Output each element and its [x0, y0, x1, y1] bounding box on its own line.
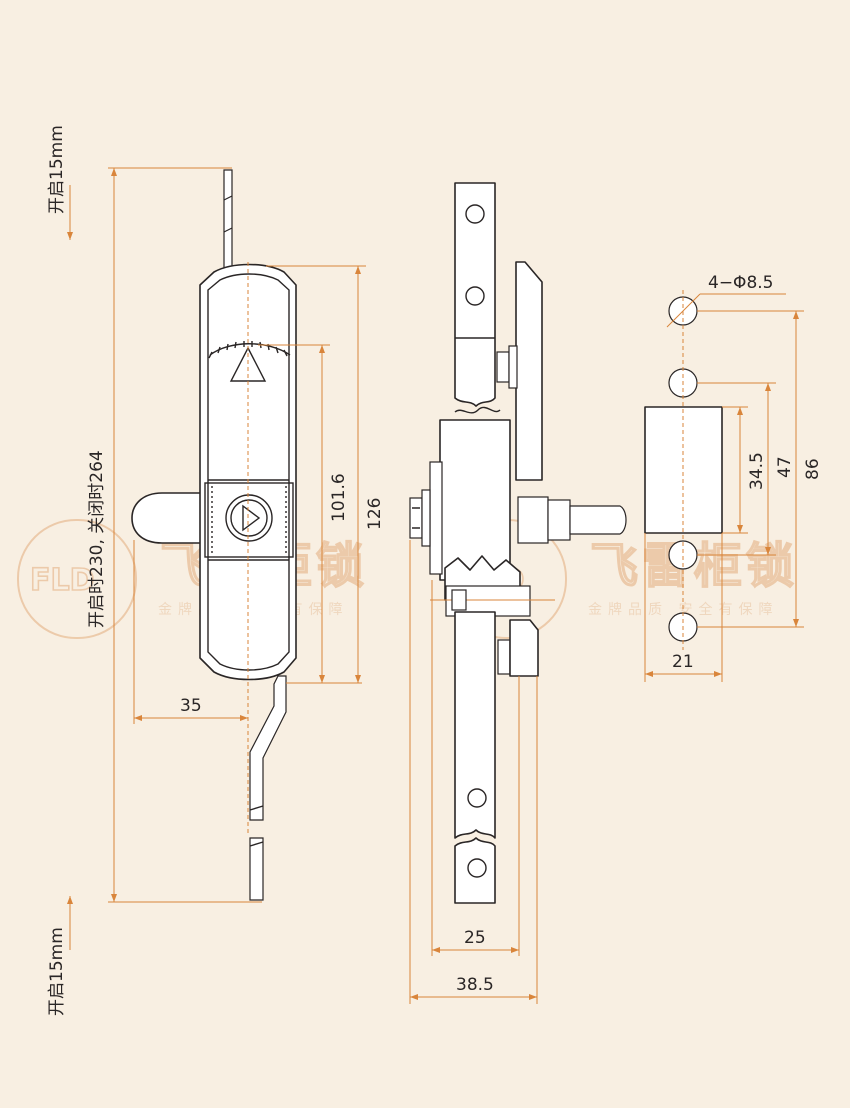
side-screw-head	[409, 497, 423, 539]
keyhole-box	[204, 482, 294, 558]
side-screw-washer	[421, 489, 431, 547]
dim-35-label: 35	[180, 696, 202, 716]
side-hole-2	[465, 286, 485, 306]
mount-plate	[644, 406, 723, 534]
side-shaft-collar	[517, 496, 549, 544]
side-view	[409, 182, 627, 904]
dim-47-label: 47	[775, 456, 795, 478]
open-top-arrow	[67, 232, 73, 240]
side-body-block	[439, 419, 511, 581]
side-front-plate	[515, 261, 543, 481]
front-view	[131, 169, 297, 901]
dim-126-label: 126	[365, 498, 385, 530]
handle-tab	[131, 492, 206, 544]
watermark-slogan-2: 金牌品质 安全有保障	[588, 601, 778, 618]
note-total-length: 开启时230, 关闭时264	[87, 450, 107, 628]
side-small-bracket-2	[508, 345, 518, 389]
side-small-bracket	[496, 351, 510, 383]
front-dimensions: 35 101.6 126 开启时230, 关闭时264 开启15mm 开启15m…	[47, 125, 385, 1016]
side-screw-marks	[412, 507, 420, 529]
side-shaft-rod	[569, 505, 627, 535]
bottom-rod-cut	[249, 805, 264, 847]
handle-inner-outline	[207, 273, 290, 671]
dim-21-label: 21	[672, 652, 694, 672]
side-upper-bar	[454, 182, 496, 407]
side-lower-bracket	[497, 639, 511, 675]
side-lower-bar	[454, 611, 496, 839]
side-body-break	[454, 406, 501, 414]
dim-21-arrows	[645, 671, 722, 677]
keyhole-box-dots	[211, 486, 287, 554]
dim-38-label: 38.5	[456, 975, 494, 995]
side-hole-1	[465, 204, 485, 224]
dim-86-label: 86	[803, 458, 823, 480]
open-bottom-arrow	[67, 896, 73, 904]
dim-25-label: 25	[464, 928, 486, 948]
mount-dimensions: 4−Φ8.5 34.5 47 86 21	[644, 273, 823, 682]
mounting-view	[644, 290, 723, 650]
side-dimensions: 25 38.5	[409, 540, 538, 1004]
keyhole-play-icon	[242, 504, 261, 532]
dial-arc	[209, 343, 291, 356]
side-pin	[451, 589, 467, 611]
watermark-logo-ring	[17, 519, 137, 639]
bottom-rod-crank	[249, 675, 287, 821]
note-open-bottom: 开启15mm	[47, 927, 67, 1016]
side-hole-4	[467, 858, 487, 878]
side-shaft-nut	[547, 499, 571, 541]
side-body-flange	[429, 461, 443, 575]
holes-leader-diag	[666, 293, 701, 328]
keyhole-outer-circle	[225, 494, 273, 542]
top-rod-cut	[223, 195, 233, 233]
side-lower-plate	[509, 619, 539, 677]
bottom-rod-end	[249, 837, 264, 901]
top-rod	[223, 169, 233, 269]
watermark-logo: FLD	[30, 563, 95, 598]
side-hole-3	[467, 788, 487, 808]
dim-34-label: 34.5	[747, 452, 767, 490]
holes-label: 4−Φ8.5	[708, 273, 773, 293]
note-open-top: 开启15mm	[47, 125, 67, 214]
side-lower-bar-end	[454, 837, 496, 904]
keyhole-inner-circle	[230, 499, 268, 537]
dim-101-label: 101.6	[329, 473, 349, 522]
